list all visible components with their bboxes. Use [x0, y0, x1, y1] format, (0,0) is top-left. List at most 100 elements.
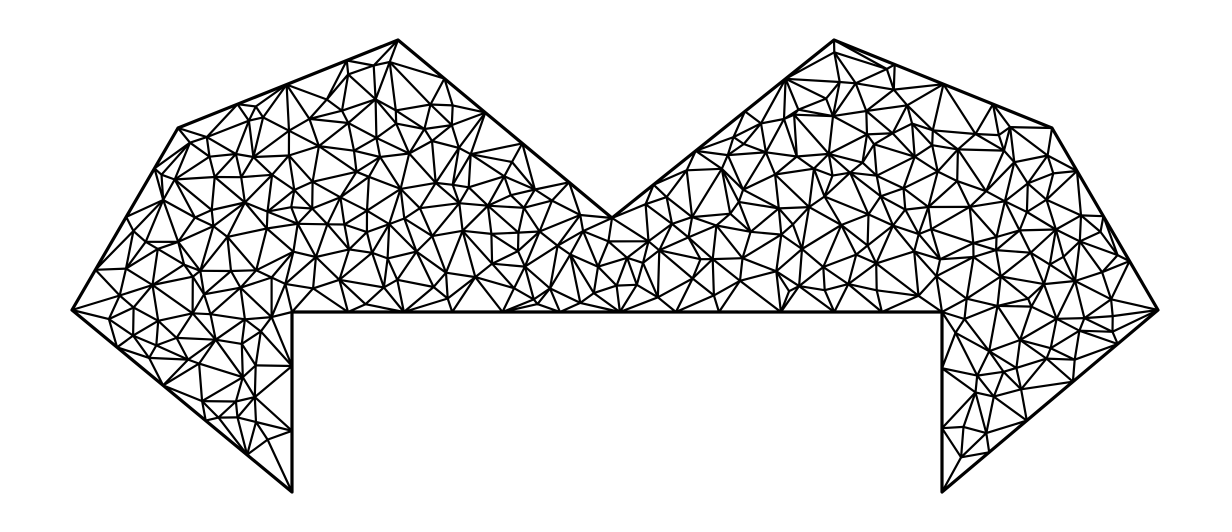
mesh-edge — [463, 231, 492, 234]
mesh-edge — [688, 217, 692, 237]
mesh-edge — [936, 276, 966, 299]
mesh-edge — [976, 104, 994, 134]
mesh-edge — [1027, 183, 1028, 212]
mesh-edge — [452, 125, 459, 148]
mesh-edge — [938, 149, 958, 171]
mesh-edge — [887, 69, 894, 90]
mesh-edge — [919, 296, 943, 312]
mesh-edge — [245, 319, 261, 331]
mesh-edge — [912, 124, 915, 157]
mesh-edge — [919, 276, 937, 296]
mesh-edge — [463, 206, 488, 231]
mesh-edge — [446, 231, 463, 273]
mesh-edge — [840, 82, 856, 83]
mesh-edge — [367, 211, 389, 224]
mesh-edge — [367, 177, 369, 211]
mesh-edge — [779, 207, 809, 208]
mesh-edge — [740, 271, 776, 281]
mesh-edge — [904, 188, 906, 209]
mesh-edge — [213, 226, 227, 237]
mesh-edge — [432, 141, 436, 183]
mesh-edge — [294, 190, 312, 209]
mesh-edge — [994, 372, 1004, 397]
mesh-edge — [658, 250, 659, 297]
mesh-edge — [1075, 331, 1080, 360]
mesh-edge — [514, 267, 525, 289]
mesh-edge — [287, 85, 289, 131]
mesh-edge — [349, 232, 367, 249]
mesh-edge — [1014, 162, 1028, 183]
mesh-edge — [761, 79, 786, 124]
mesh-edge — [238, 417, 257, 422]
mesh-edge — [376, 62, 390, 99]
mesh-edge — [713, 226, 717, 260]
mesh-edge — [215, 154, 236, 177]
mesh-edge — [367, 232, 372, 253]
mesh-edge — [471, 113, 486, 155]
mesh-edge — [1075, 281, 1084, 318]
mesh-edge — [905, 207, 928, 210]
mesh-edge — [1075, 344, 1118, 360]
mesh-edge — [933, 130, 976, 134]
mesh-edge — [649, 241, 660, 250]
mesh-edge — [713, 259, 714, 295]
mesh-edge — [654, 185, 667, 197]
mesh-edge — [347, 61, 348, 75]
mesh-edge — [932, 130, 933, 145]
mesh-edge — [809, 169, 814, 207]
mesh-edge — [977, 351, 989, 375]
mesh-edge — [227, 229, 266, 237]
mesh-edge — [242, 344, 243, 377]
mesh-edge — [894, 65, 895, 90]
mesh-edge — [401, 183, 436, 189]
mesh-edge — [491, 233, 518, 234]
mesh-edge — [1081, 215, 1103, 216]
mesh-edge — [294, 182, 312, 190]
mesh-edge — [580, 293, 594, 303]
mesh-edge — [761, 119, 784, 123]
mesh-edge — [730, 202, 739, 214]
mesh-edge — [728, 152, 766, 155]
mesh-edge — [133, 200, 163, 231]
mesh-edge — [998, 306, 1032, 307]
mesh-edge — [261, 331, 292, 366]
mesh-edge — [117, 336, 133, 348]
mesh-edge — [511, 195, 524, 208]
mesh-edge — [156, 321, 158, 346]
mesh-edge — [366, 287, 384, 304]
mesh-edge — [1020, 230, 1056, 231]
mesh-edge — [1028, 299, 1031, 307]
mesh-edge — [95, 270, 119, 296]
mesh-edge — [354, 151, 357, 172]
mesh-edge — [970, 207, 997, 237]
mesh-edge — [646, 204, 649, 241]
mesh-edge — [608, 218, 612, 241]
mesh-edge — [608, 241, 627, 257]
mesh-edge — [434, 287, 448, 299]
mesh-edge — [215, 177, 245, 203]
mesh-edge — [255, 366, 292, 397]
mesh-edge — [153, 285, 193, 313]
mesh-edge — [417, 236, 433, 252]
mesh-edge — [256, 107, 263, 118]
mesh-edge — [153, 285, 159, 321]
mesh-edge — [126, 217, 133, 231]
mesh-edge — [1048, 128, 1052, 156]
mesh-edge — [1004, 368, 1017, 372]
mesh-edge — [1075, 241, 1080, 281]
mesh-edge — [348, 123, 376, 138]
mesh-edge — [986, 151, 1004, 192]
mesh-edge — [692, 214, 730, 217]
mesh-edge — [914, 234, 919, 251]
mesh-edge — [357, 172, 369, 177]
mesh-edge — [938, 172, 958, 182]
mesh-edge — [488, 206, 492, 234]
mesh-edge — [976, 392, 987, 433]
mesh-edge — [856, 246, 867, 255]
mesh-edge — [1081, 215, 1101, 232]
mesh-edge — [289, 119, 309, 131]
mesh-edge — [216, 340, 243, 378]
mesh-edge — [227, 203, 245, 237]
mesh-edge — [272, 312, 292, 317]
mesh-edge — [965, 319, 990, 351]
